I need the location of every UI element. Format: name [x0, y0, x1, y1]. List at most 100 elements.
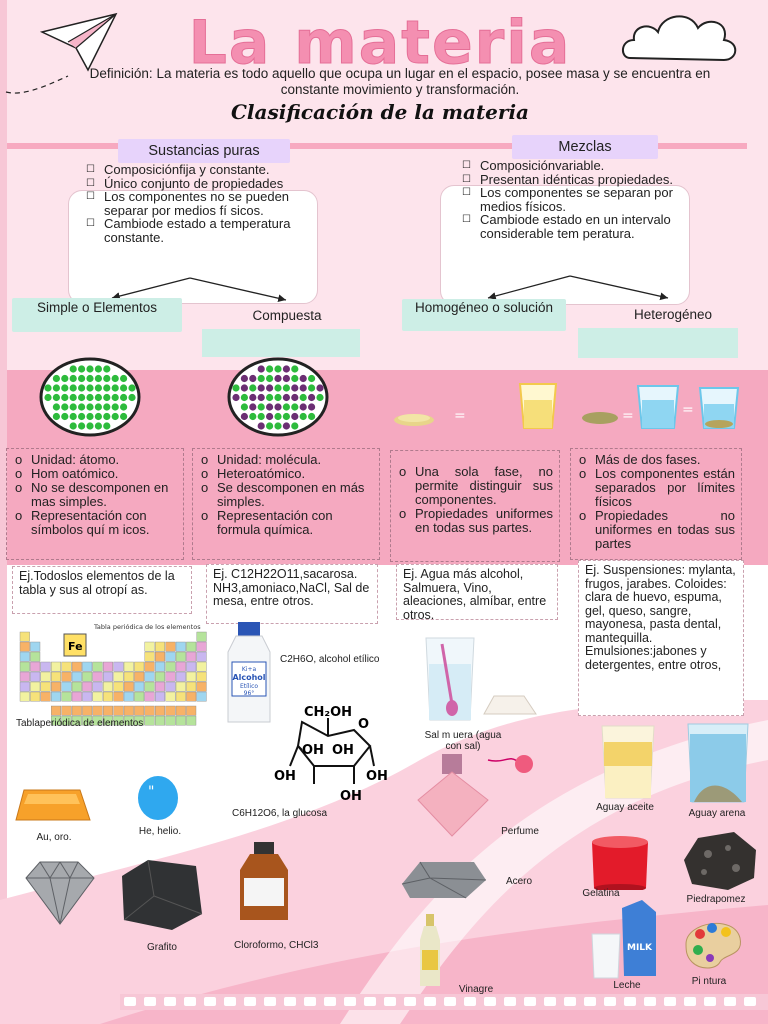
particle: [86, 422, 94, 430]
particle: [266, 412, 274, 421]
particle: [299, 384, 307, 392]
compuesta-property: Unidad: molécula.: [199, 453, 373, 468]
dashed-flight-path-icon: [5, 75, 69, 94]
film-hole: [684, 997, 696, 1006]
alcohol-label-name: Alcohol: [232, 673, 265, 682]
particle: [308, 384, 316, 392]
film-hole: [444, 997, 456, 1006]
particle: [86, 412, 94, 421]
film-hole: [344, 997, 356, 1006]
particle: [249, 374, 257, 383]
agua-aceite-image: [601, 725, 655, 799]
particle: [291, 374, 299, 383]
particle: [52, 374, 60, 383]
heterogeneo-box: [578, 328, 738, 358]
particle: [103, 422, 111, 430]
film-hole: [184, 997, 196, 1006]
mixture-illustrations: = = =: [394, 383, 740, 429]
particle: [94, 403, 102, 411]
film-hole: [424, 997, 436, 1006]
particle: [78, 403, 86, 411]
particle: [232, 384, 240, 392]
pintura-caption: Pi ntura: [691, 976, 727, 987]
particle: [266, 422, 274, 430]
mezclas-chip: Mezclas: [512, 135, 658, 159]
diamond-image: [25, 861, 95, 925]
particle: [282, 384, 290, 392]
particle: [266, 393, 274, 402]
particle: [78, 384, 86, 392]
heterogeneo-property: Más de dos fases.: [577, 453, 735, 468]
particle: [69, 384, 77, 392]
film-hole: [284, 997, 296, 1006]
particle: [291, 422, 299, 430]
particle: [120, 384, 128, 392]
iron-symbol-label: Fe: [68, 640, 83, 653]
salmuera-image: [425, 637, 537, 721]
particle: [86, 365, 94, 373]
simple-elementos-box: Simple o Elementos: [12, 298, 182, 332]
particle: [240, 384, 248, 392]
particle: [308, 393, 316, 402]
particle: [61, 412, 69, 421]
compuesta-box: [202, 329, 360, 357]
mezclas-prop: Cambiode estado en un intervalo consider…: [462, 213, 688, 240]
pumice-stone-image: [684, 832, 756, 890]
glucose-structure-image: CH₂OH O OH OH OH OH OH: [274, 705, 388, 804]
sustancias-prop: Único conjunto de propiedades: [86, 176, 312, 191]
particle: [86, 384, 94, 392]
glucose-oh-label: OH: [332, 743, 354, 758]
periodic-table-header: Tabla periódica de los elementos: [93, 623, 201, 631]
homogeneo-property: Una sola fase, no permite distinguir sus…: [397, 465, 553, 507]
particle: [111, 393, 119, 402]
heterogeneo-properties-card: Más de dos fases. Los componentes están …: [570, 448, 742, 560]
section-divider-line: [7, 143, 747, 149]
particle: [111, 374, 119, 383]
particle: [282, 422, 290, 430]
helium-balloon-image: ": [138, 776, 178, 820]
particle: [111, 384, 119, 392]
particle: [120, 393, 128, 402]
particle: [128, 384, 136, 392]
film-hole: [124, 997, 136, 1006]
particle: [240, 393, 248, 402]
glucose-ch2oh-label: CH₂OH: [304, 705, 352, 720]
particle: [291, 365, 299, 373]
particle: [266, 384, 274, 392]
particle: [61, 384, 69, 392]
simple-example-box: Ej.Todoslos elementos de la tabla y sus …: [12, 566, 192, 614]
particle: [69, 393, 77, 402]
film-hole: [224, 997, 236, 1006]
mezclas-prop: Composiciónvariable.: [462, 159, 688, 173]
simple-properties-card: Unidad: átomo. Hom oatómico. No se desco…: [6, 448, 184, 560]
helio-caption: He, helio.: [138, 826, 182, 837]
particle: [78, 374, 86, 383]
sustancias-prop: Cambiode estado a temperatura constante.: [86, 217, 312, 244]
paper-plane-icon: [40, 12, 118, 72]
sustancias-prop: Los componentes no se pueden separar por…: [86, 190, 312, 217]
paint-palette-image: [685, 922, 741, 969]
agua-aceite-caption: Aguay aceite: [596, 802, 654, 813]
particle: [274, 393, 282, 402]
particle: [240, 403, 248, 411]
particle: [282, 403, 290, 411]
compuesta-property: Se descomponen en más simples.: [199, 481, 373, 509]
film-hole: [304, 997, 316, 1006]
heterogeneo-example-box: Ej. Suspensiones: mylanta, frugos, jarab…: [578, 560, 744, 716]
particle: [103, 412, 111, 421]
particle: [240, 412, 248, 421]
particle: [69, 412, 77, 421]
particle: [78, 422, 86, 430]
vinegar-bottle-image: [420, 914, 440, 986]
leche-caption: Leche: [613, 980, 641, 991]
film-hole: [144, 997, 156, 1006]
alcohol-caption: C2H6O, alcohol etílico: [280, 654, 380, 665]
particle: [69, 365, 77, 373]
heterogeneo-label: Heterogéneo: [633, 307, 713, 322]
particle: [282, 393, 290, 402]
particle: [282, 374, 290, 383]
particle: [103, 403, 111, 411]
piedrapomez-caption: Piedrapomez: [686, 894, 746, 905]
film-hole: [644, 997, 656, 1006]
particle: [61, 393, 69, 402]
